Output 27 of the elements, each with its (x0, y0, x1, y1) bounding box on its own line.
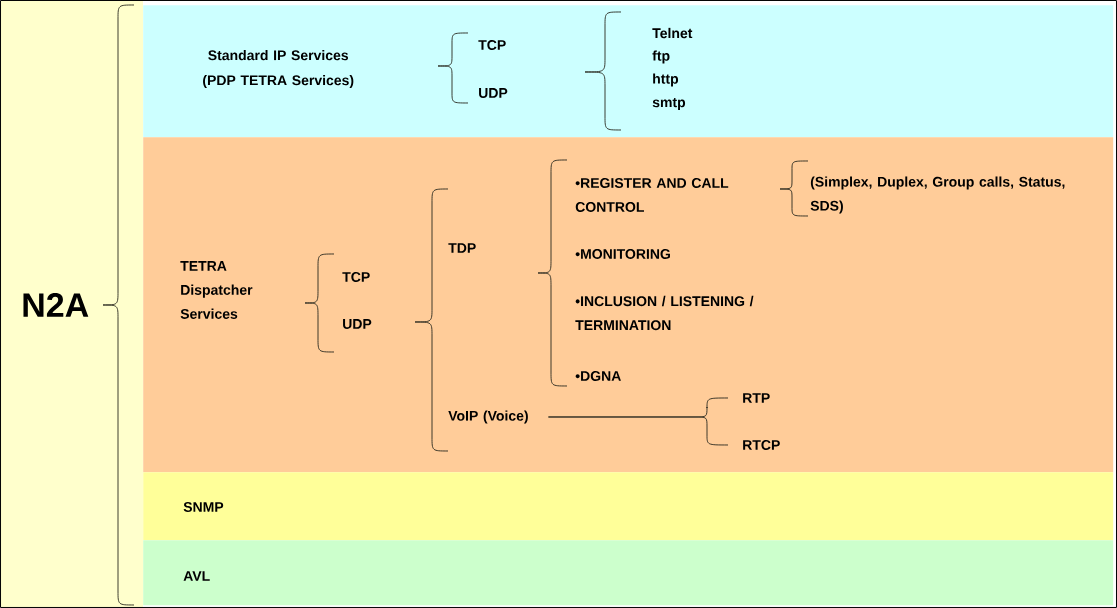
protocol-label: RTP (743, 393, 770, 403)
protocol-label: VoIP (Voice) (448, 410, 528, 424)
protocol-label: RTCP (743, 440, 780, 450)
protocol-label: •INCLUSION / LISTENING / TERMINATION (575, 295, 754, 331)
protocol-label: UDP (479, 88, 508, 98)
protocol-label: TCP (342, 272, 370, 282)
protocol-label: (Simplex, Duplex, Group calls, Status, SDS) (810, 176, 1065, 214)
protocol-label: •DGNA (575, 371, 621, 381)
band (143, 472, 1114, 541)
protocol-label: ftp (652, 50, 670, 64)
band (143, 137, 1114, 473)
protocol-label: http (653, 73, 679, 87)
protocol-label: •MONITORING (575, 249, 670, 259)
protocol-label: UDP (343, 319, 372, 329)
protocol-label: Telnet (652, 27, 693, 39)
connector (547, 416, 729, 446)
protocol-label: smtp (652, 97, 686, 110)
protocol-label: SNMP (183, 502, 224, 512)
protocol-label: TETRA Dispatcher Services (180, 261, 253, 319)
protocol-label: •REGISTER AND CALL CONTROL (575, 178, 729, 212)
service-label: Standard IP Services (PDP TETRA Services) (203, 49, 354, 88)
band (143, 5, 1114, 138)
protocol-label: AVL (183, 571, 210, 581)
protocol-label: TCP (478, 40, 506, 50)
band (143, 540, 1114, 606)
heading-label: N2A (23, 293, 89, 317)
protocol-label: TDP (448, 243, 476, 253)
